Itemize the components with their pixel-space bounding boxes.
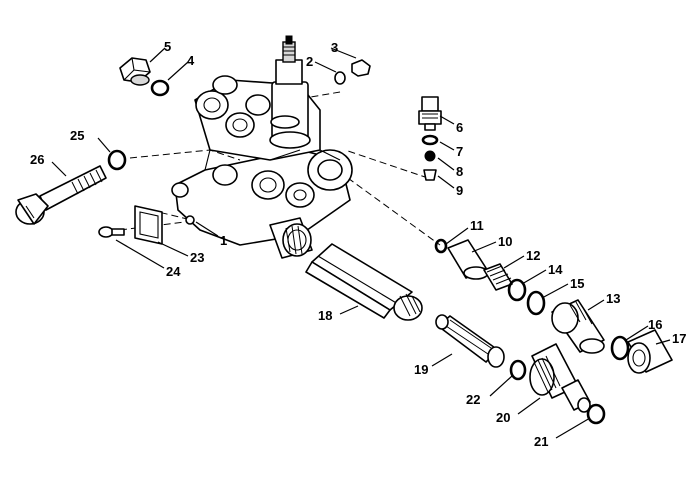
part-24-screw [98, 226, 125, 238]
callout-20: 20 [496, 410, 510, 425]
callout-11: 11 [470, 218, 484, 233]
part-15-o-ring [526, 290, 546, 316]
callout-19: 19 [414, 362, 428, 377]
part-14-o-ring [507, 278, 527, 302]
callout-16: 16 [648, 317, 662, 332]
callout-labels: 5 4 3 2 6 7 8 9 25 26 1 23 24 11 10 12 1… [30, 39, 686, 449]
part-7-o-ring [421, 134, 439, 146]
callout-13: 13 [606, 291, 620, 306]
part-3-screw [351, 59, 371, 77]
part-26-bolt [15, 165, 107, 225]
callout-14: 14 [548, 262, 563, 277]
part-8-ball [424, 150, 436, 162]
callout-18: 18 [318, 308, 332, 323]
part-9-spring [423, 169, 437, 181]
part-5-plug [119, 57, 151, 86]
callout-23: 23 [190, 250, 204, 265]
callout-5: 5 [164, 39, 171, 54]
callout-1: 1 [220, 233, 227, 248]
callout-6: 6 [456, 120, 463, 135]
part-13-valve-body [551, 299, 605, 354]
part-10-nozzle [447, 239, 489, 280]
callout-7: 7 [456, 144, 463, 159]
callout-25: 25 [70, 128, 84, 143]
callout-22: 22 [466, 392, 480, 407]
part-16-ring [610, 335, 630, 361]
part-20-coupler [529, 343, 591, 413]
unloader-valve [269, 35, 311, 149]
callout-17: 17 [672, 331, 686, 346]
callout-21: 21 [534, 434, 548, 449]
callout-10: 10 [498, 234, 512, 249]
part-22-washer [509, 359, 527, 381]
callout-8: 8 [456, 164, 463, 179]
part-1-small-plug [185, 215, 195, 225]
callout-4: 4 [187, 53, 195, 68]
part-21-o-ring [586, 403, 606, 425]
callout-12: 12 [526, 248, 540, 263]
part-4-o-ring [150, 79, 170, 97]
part-12-spring [483, 263, 513, 291]
part-19-filter [435, 314, 505, 368]
part-2-washer [334, 71, 346, 85]
callout-2: 2 [306, 54, 313, 69]
part-17-nut [627, 329, 673, 374]
callout-leader-lines [51, 47, 671, 439]
callout-24: 24 [166, 264, 181, 279]
callout-3: 3 [331, 40, 338, 55]
part-18-hex-tube [305, 243, 423, 321]
part-25-washer [107, 149, 127, 171]
part-11-o-ring [434, 238, 448, 254]
callout-9: 9 [456, 183, 463, 198]
callout-15: 15 [570, 276, 584, 291]
callout-26: 26 [30, 152, 44, 167]
pump-manifold-body [171, 75, 353, 259]
part-6-fitting [418, 96, 442, 131]
